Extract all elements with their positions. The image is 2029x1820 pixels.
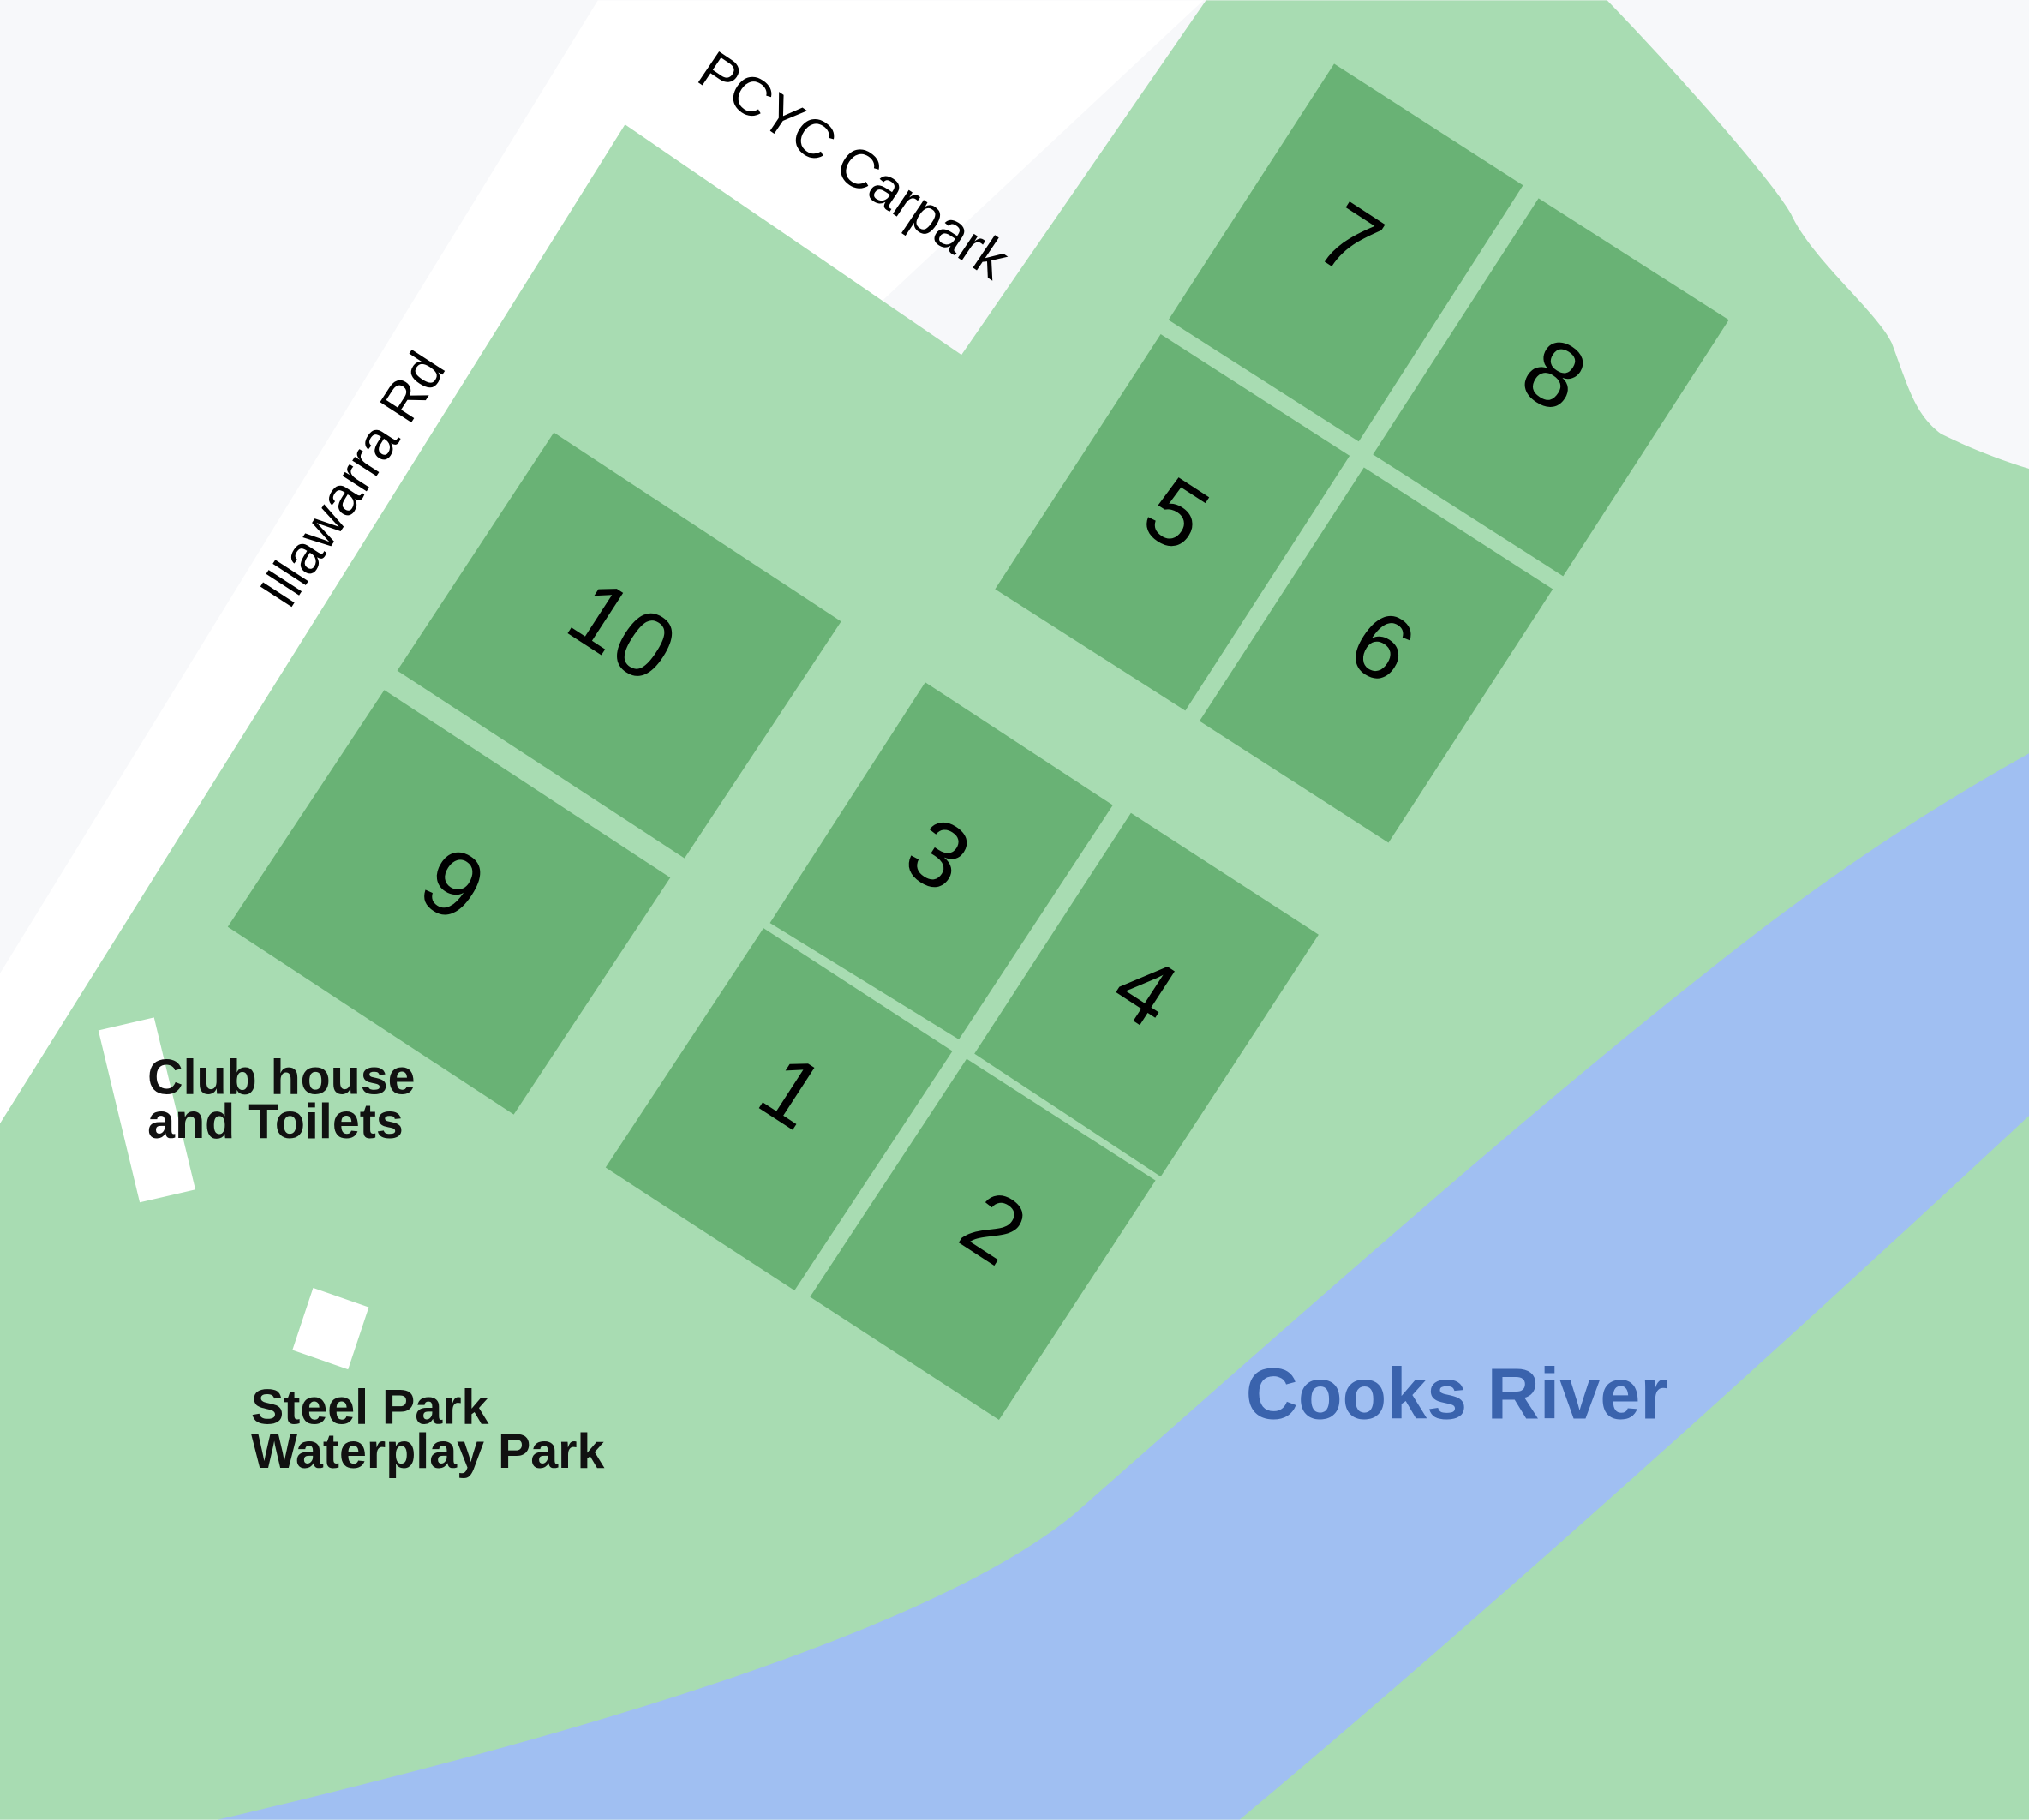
field-10[interactable]: 10 [397, 432, 841, 859]
fields: 7 8 5 6 10 9 3 4 [227, 63, 1729, 1421]
field-3[interactable]: 3 [769, 682, 1113, 1040]
field-6[interactable]: 6 [1199, 467, 1553, 843]
field-5[interactable]: 5 [995, 333, 1350, 711]
field-2-pitch[interactable] [810, 1058, 1156, 1421]
field-5-pitch[interactable] [995, 333, 1350, 711]
field-3-pitch[interactable] [769, 682, 1113, 1040]
river-label: Cooks River [1246, 1353, 1668, 1434]
field-8[interactable]: 8 [1373, 198, 1729, 577]
field-10-pitch[interactable] [397, 432, 841, 859]
field-4[interactable]: 4 [974, 812, 1319, 1177]
field-7-pitch[interactable] [1168, 63, 1523, 442]
field-9[interactable]: 9 [227, 690, 671, 1115]
cooks-river [217, 753, 2029, 1820]
field-7[interactable]: 7 [1168, 63, 1523, 442]
clubhouse-label-line2: and Toilets [147, 1094, 404, 1149]
field-2[interactable]: 2 [810, 1058, 1156, 1421]
field-4-pitch[interactable] [974, 812, 1319, 1177]
field-1[interactable]: 1 [605, 928, 953, 1290]
field-6-pitch[interactable] [1199, 467, 1553, 843]
clubhouse-building[interactable] [98, 1017, 196, 1203]
field-8-pitch[interactable] [1373, 198, 1729, 577]
clubhouse-label-line1: Club house [147, 1050, 415, 1105]
waterplay-label-line1: Steel Park [251, 1380, 489, 1435]
waterplay-building[interactable] [292, 1287, 369, 1370]
field-9-pitch[interactable] [227, 690, 671, 1115]
field-1-pitch[interactable] [605, 928, 953, 1290]
waterplay-label-line2: Waterplay Park [251, 1424, 605, 1479]
